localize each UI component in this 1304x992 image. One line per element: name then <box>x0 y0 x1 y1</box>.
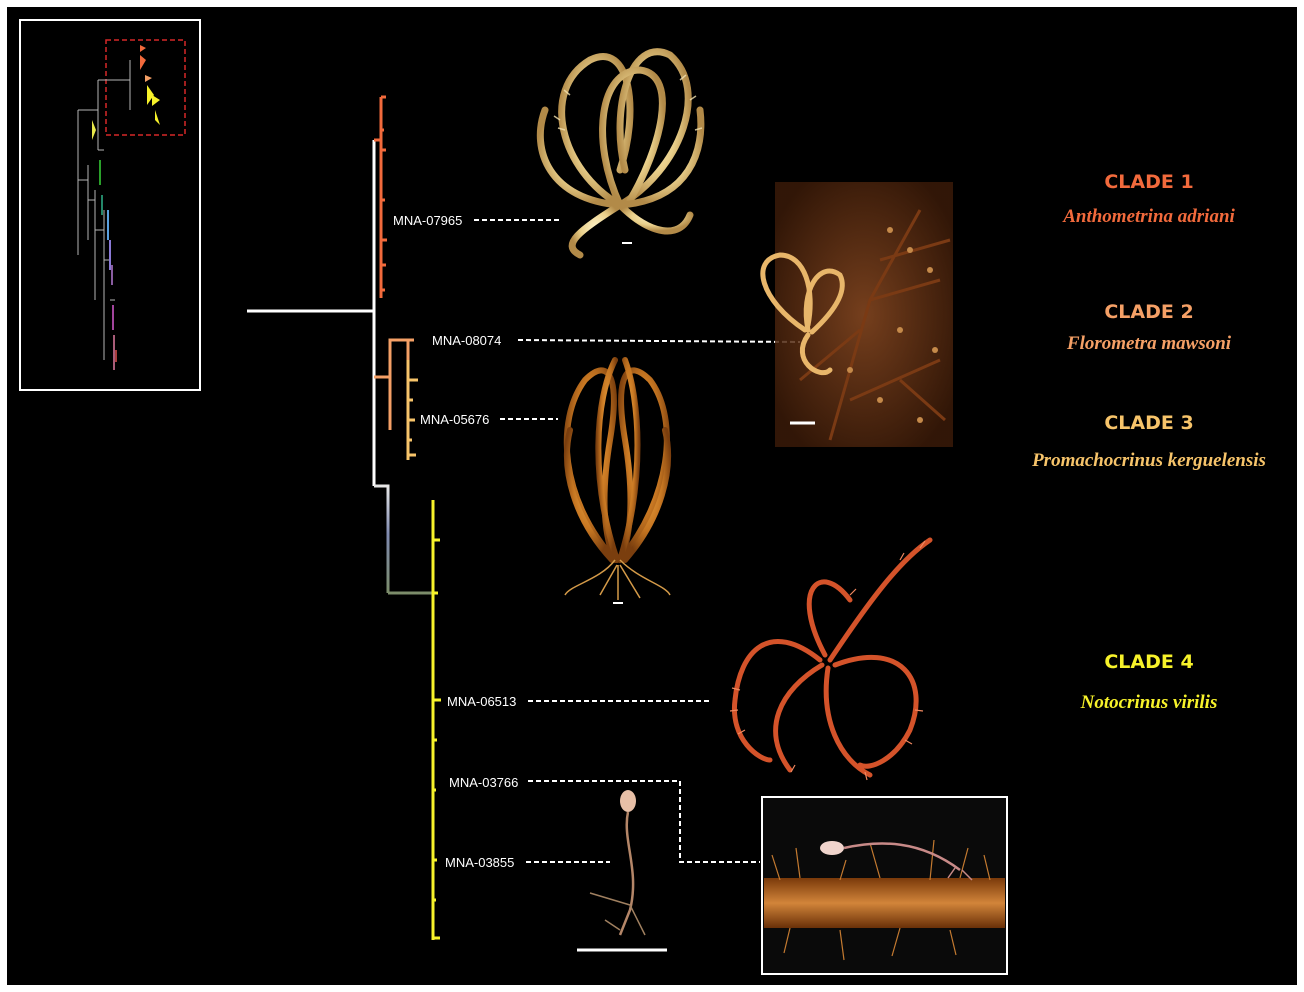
specimen-label-05676: MNA-05676 <box>420 412 489 427</box>
specimen-photo-07965 <box>535 52 705 255</box>
clade4-title: CLADE 4 <box>1104 651 1193 673</box>
clade4-species: Notocrinus virilis <box>1080 692 1218 713</box>
clade3-title: CLADE 3 <box>1104 412 1193 434</box>
specimen-photo-06513 <box>730 540 930 780</box>
inset-highlight-box <box>106 40 185 135</box>
specimen-photo-03855 <box>577 790 667 950</box>
leader-08074 <box>518 340 800 342</box>
specimen-label-03766: MNA-03766 <box>449 775 518 790</box>
clade-labels: CLADE 1 Anthometrina adriani CLADE 2 Flo… <box>1031 171 1266 713</box>
specimen-label-08074: MNA-08074 <box>432 333 501 348</box>
specimen-label-07965: MNA-07965 <box>393 213 462 228</box>
clade3-branches <box>408 360 418 460</box>
overview-inset <box>20 20 200 390</box>
clade2-title: CLADE 2 <box>1104 301 1193 323</box>
specimen-label-03855: MNA-03855 <box>445 855 514 870</box>
leader-03766 <box>528 781 760 862</box>
specimen-photo-05676 <box>565 360 670 603</box>
clade1-species: Anthometrina adriani <box>1062 206 1235 227</box>
clade1-title: CLADE 1 <box>1104 171 1193 193</box>
specimen-photo-03766 <box>762 797 1007 974</box>
clade3-species: Promachocrinus kerguelensis <box>1031 450 1266 471</box>
specimen-label-06513: MNA-06513 <box>447 694 516 709</box>
inset-tree-clades <box>92 45 160 370</box>
clade4-branches <box>433 500 441 940</box>
clade4-stem <box>374 486 388 593</box>
clade2-species: Florometra mawsoni <box>1066 333 1232 354</box>
inset-tree-branches <box>78 60 130 360</box>
clade1-branches <box>374 97 387 298</box>
inset-frame <box>20 20 200 390</box>
specimen-photo-08074 <box>763 182 953 447</box>
